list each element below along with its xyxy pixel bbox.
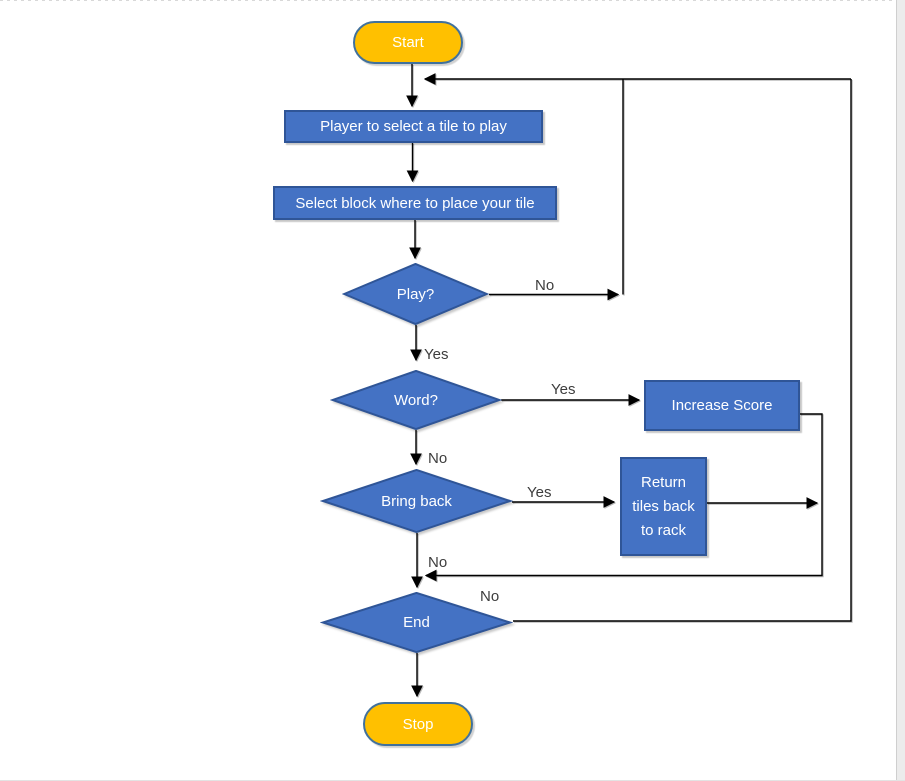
edge-label-play-no: No: [535, 277, 555, 294]
decision-bring-back-label: Bring back: [381, 492, 452, 510]
diamond-shape: [342, 263, 489, 325]
process-select-tile-label: Player to select a tile to play: [320, 118, 507, 135]
edge-label-bring-back-yes: Yes: [527, 484, 552, 501]
decision-end[interactable]: End: [320, 592, 513, 653]
process-increase-score[interactable]: Increase Score: [644, 380, 800, 431]
terminal-start[interactable]: Start: [353, 21, 463, 64]
edge-label-play-yes: Yes: [424, 346, 449, 363]
connector-increase-score-return[interactable]: [424, 413, 823, 582]
terminal-stop[interactable]: Stop: [363, 702, 473, 746]
top-grid-line: [0, 0, 897, 1]
connector-end-no-loop[interactable]: [513, 79, 852, 622]
decision-end-label: End: [403, 614, 430, 631]
process-select-tile[interactable]: Player to select a tile to play: [284, 110, 543, 143]
process-return-tiles-label: Return tiles back to rack: [632, 473, 695, 539]
decision-word-label: Word?: [394, 391, 438, 409]
decision-bring-back[interactable]: Bring back: [320, 469, 513, 533]
diamond-shape: [320, 469, 513, 533]
process-increase-score-label: Increase Score: [671, 397, 773, 414]
edge-label-word-yes: Yes: [551, 381, 576, 398]
diamond-shape: [320, 592, 513, 653]
right-scrollbar-track[interactable]: [896, 0, 905, 780]
diamond-shape: [330, 370, 502, 430]
edge-label-bring-back-no: No: [428, 554, 448, 571]
process-return-tiles[interactable]: Return tiles back to rack: [620, 457, 707, 556]
edge-label-word-no: No: [428, 450, 448, 467]
terminal-start-label: Start: [392, 34, 424, 51]
process-select-block[interactable]: Select block where to place your tile: [273, 186, 557, 220]
decision-play[interactable]: Play?: [342, 263, 489, 325]
decision-play-label: Play?: [396, 285, 435, 303]
edge-label-end-no: No: [480, 588, 500, 605]
process-select-block-label: Select block where to place your tile: [295, 194, 535, 212]
terminal-stop-label: Stop: [402, 715, 434, 733]
decision-word[interactable]: Word?: [330, 370, 502, 430]
